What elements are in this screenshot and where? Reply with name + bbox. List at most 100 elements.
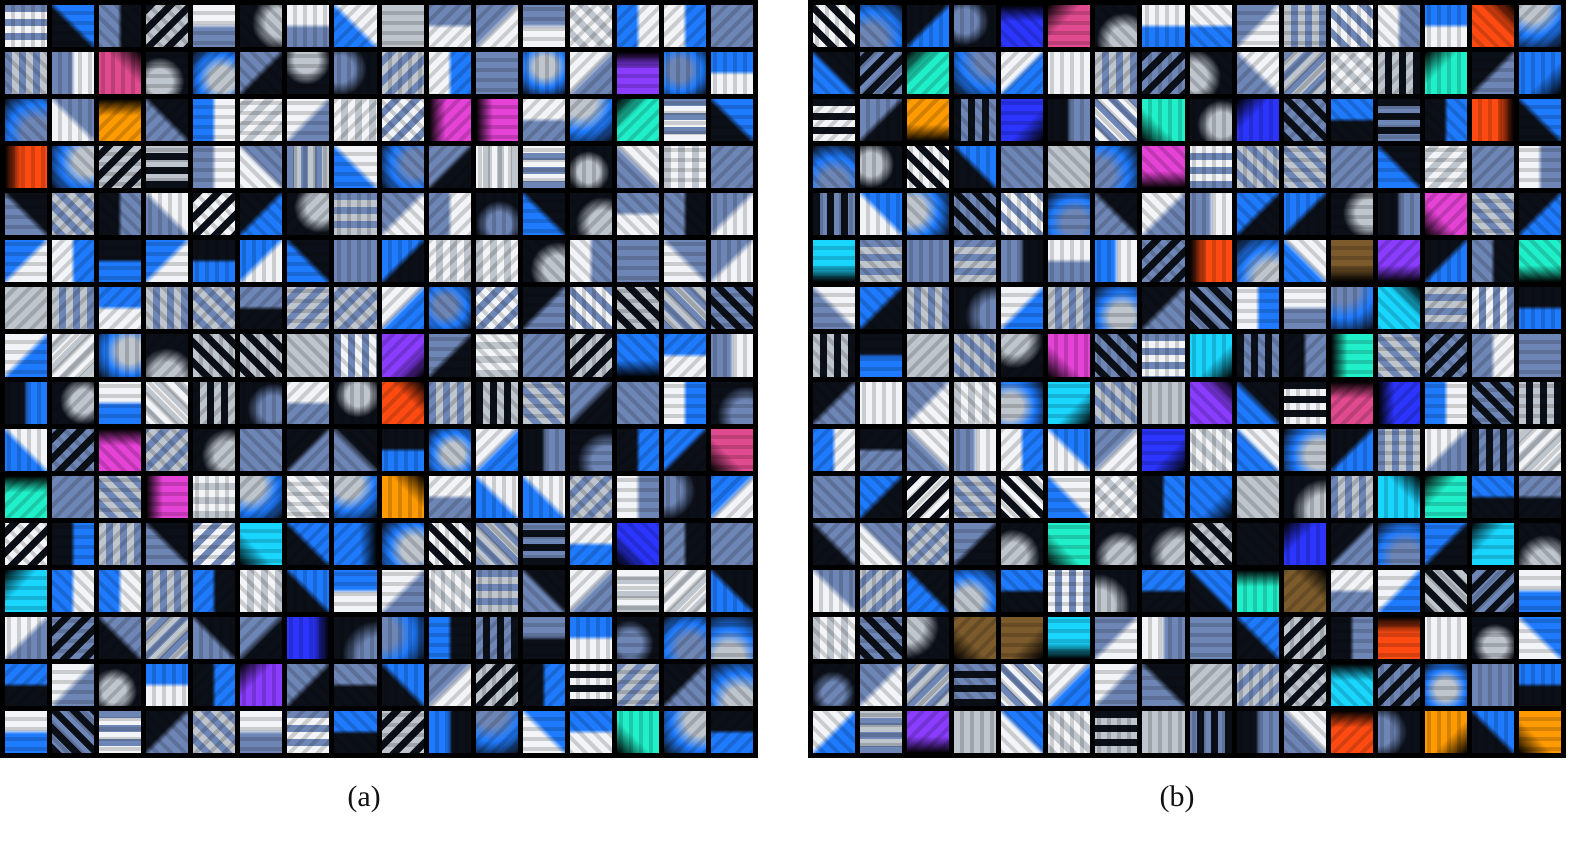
filter-tile [1424, 52, 1467, 95]
filter-tile [1048, 334, 1091, 377]
filter-tile [1095, 5, 1138, 48]
filter-tile [475, 381, 518, 424]
filter-tile [907, 381, 950, 424]
filter-tile [954, 52, 997, 95]
filter-tile [710, 193, 753, 236]
filter-tile [475, 710, 518, 753]
filter-tile [569, 193, 612, 236]
filter-tile [954, 99, 997, 142]
filter-tile [193, 428, 236, 471]
filter-tile [1189, 710, 1232, 753]
filter-tile [1377, 428, 1420, 471]
filter-tile [1095, 663, 1138, 706]
filter-tile [287, 52, 330, 95]
filter-tile [616, 5, 659, 48]
filter-tile [193, 710, 236, 753]
filter-tile [522, 52, 565, 95]
filter-tile [193, 99, 236, 142]
filter-tile [1377, 146, 1420, 189]
filter-tile [1424, 240, 1467, 283]
filter-tile [99, 663, 142, 706]
filter-tile [1142, 334, 1185, 377]
filter-tile [475, 616, 518, 659]
filter-tile [1283, 428, 1326, 471]
filter-tile [522, 381, 565, 424]
filter-tile [813, 616, 856, 659]
filter-tile [954, 710, 997, 753]
filter-tile [1095, 52, 1138, 95]
filter-tile [5, 5, 48, 48]
filter-tile [813, 240, 856, 283]
filter-tile [907, 522, 950, 565]
filter-tile [1001, 287, 1044, 330]
filter-tile [522, 663, 565, 706]
filter-tile [569, 616, 612, 659]
filter-tile [1424, 522, 1467, 565]
filter-tile [475, 569, 518, 612]
filter-tile [522, 569, 565, 612]
filter-tile [381, 428, 424, 471]
filter-tile [334, 52, 377, 95]
filter-tile [193, 5, 236, 48]
filter-tile [1095, 428, 1138, 471]
filter-tile [146, 381, 189, 424]
filter-tile [52, 569, 95, 612]
filter-tile [569, 428, 612, 471]
filter-tile [240, 710, 283, 753]
filter-tile [287, 616, 330, 659]
filter-tile [99, 381, 142, 424]
filter-tile [1001, 522, 1044, 565]
filter-tile [99, 193, 142, 236]
filter-tile [1518, 663, 1561, 706]
filter-tile [569, 52, 612, 95]
filter-tile [1471, 569, 1514, 612]
filter-tile [522, 522, 565, 565]
filter-tile [287, 663, 330, 706]
filter-tile [240, 663, 283, 706]
filter-tile [146, 710, 189, 753]
filter-tile [1424, 616, 1467, 659]
filter-tile [1518, 287, 1561, 330]
filter-tile [52, 428, 95, 471]
filter-tile [5, 428, 48, 471]
filter-tile [334, 428, 377, 471]
filter-tile [1377, 193, 1420, 236]
filter-tile [193, 52, 236, 95]
filter-tile [663, 616, 706, 659]
filter-tile [99, 475, 142, 518]
filter-tile [1095, 522, 1138, 565]
filter-tile [1001, 240, 1044, 283]
filter-tile [860, 52, 903, 95]
filter-tile [334, 569, 377, 612]
filter-tile [428, 475, 471, 518]
filter-tile [240, 146, 283, 189]
filter-tile [1283, 240, 1326, 283]
filter-tile [1142, 287, 1185, 330]
filter-tile [1518, 334, 1561, 377]
filter-tile [1518, 146, 1561, 189]
filter-tile [1189, 663, 1232, 706]
filter-tile [287, 522, 330, 565]
filter-tile [146, 522, 189, 565]
filter-tile [428, 616, 471, 659]
filter-tile [1189, 193, 1232, 236]
filter-tile [663, 240, 706, 283]
filter-tile [569, 287, 612, 330]
filter-tile [1189, 522, 1232, 565]
filter-tile [475, 5, 518, 48]
filter-tile [813, 663, 856, 706]
filter-tile [334, 193, 377, 236]
filter-tile [907, 99, 950, 142]
filter-tile [99, 99, 142, 142]
filter-tile [1471, 52, 1514, 95]
filter-tile [240, 616, 283, 659]
filter-tile [1424, 334, 1467, 377]
filter-tile [663, 710, 706, 753]
filter-tile [813, 99, 856, 142]
filter-tile [1001, 475, 1044, 518]
filter-tile [1048, 146, 1091, 189]
filter-tile [1095, 99, 1138, 142]
filter-tile [1518, 52, 1561, 95]
filter-tile [1518, 569, 1561, 612]
filter-tile [663, 5, 706, 48]
